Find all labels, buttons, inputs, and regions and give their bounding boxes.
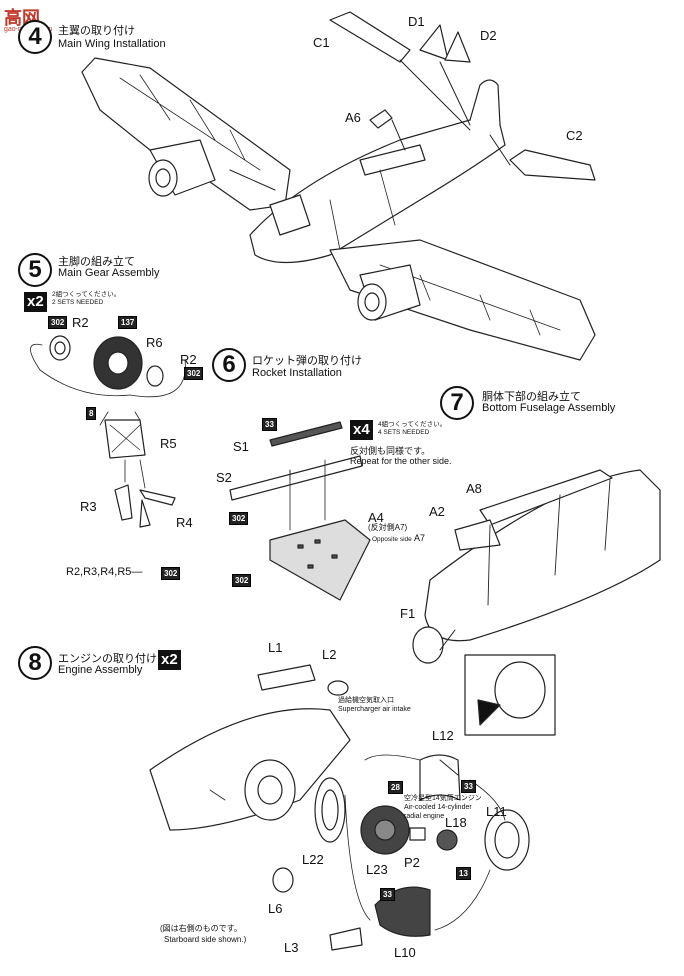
part-A8: A8	[466, 481, 482, 496]
part-L22: L22	[302, 852, 324, 867]
part-L3: L3	[284, 940, 299, 955]
part-R2-left: R2	[72, 315, 89, 330]
part-D1: D1	[408, 14, 425, 29]
step-5-title-en: Main Gear Assembly	[58, 267, 160, 279]
part-L12: L12	[432, 728, 454, 743]
step-5-multiplier: x2	[24, 292, 47, 312]
engine-note-en2: radial engine	[404, 813, 445, 820]
step-8-multiplier: x2	[158, 650, 181, 670]
part-A6: A6	[345, 110, 361, 125]
step-6-sets-note: 4組つくってください。 4 SETS NEEDED	[378, 421, 447, 436]
paint-8: 8	[86, 407, 97, 420]
step-4-title-en: Main Wing Installation	[58, 38, 166, 50]
step5-gear-drawing	[30, 335, 186, 528]
paint-28: 28	[388, 781, 403, 794]
paint-302-s2: 302	[229, 512, 249, 525]
step-7-title-jp: 胴体下部の組み立て	[482, 391, 581, 403]
step7-fuselage-drawing	[412, 469, 661, 736]
a4-opposite-en: Opposite side	[372, 536, 412, 543]
part-C1: C1	[313, 35, 330, 50]
step-6-repeat-jp: 反対側も同様です。	[350, 446, 431, 456]
part-L2: L2	[322, 647, 337, 662]
step8-engine-drawing	[149, 664, 530, 951]
part-L11: L11	[486, 804, 507, 819]
step-4-title-jp: 主翼の取り付け	[58, 25, 135, 37]
step-5-sets-note: 2組つくってください。 2 SETS NEEDED	[52, 291, 121, 306]
part-C2: C2	[566, 128, 583, 143]
air-intake-en: Supercharger air intake	[338, 706, 411, 713]
part-L6: L6	[268, 901, 283, 916]
part-L1: L1	[268, 640, 283, 655]
step-6-title-en: Rocket Installation	[252, 367, 342, 379]
step-4-number: 4	[18, 20, 52, 54]
part-R6: R6	[146, 335, 163, 350]
step-5-paint-list: R2,R3,R4,R5—	[66, 566, 143, 578]
step6-rocket-drawing	[229, 421, 371, 601]
step-6-repeat-en: Repeat for the other side.	[350, 456, 452, 466]
air-intake-jp: 過給機空気取入口	[338, 697, 394, 704]
part-R3: R3	[80, 499, 97, 514]
starboard-note-jp: (図は右側のものです。	[160, 924, 242, 933]
step-6-number: 6	[212, 348, 246, 382]
step-5-title-jp: 主脚の組み立て	[58, 256, 135, 268]
part-S2: S2	[216, 470, 232, 485]
paint-302-r2: 302	[48, 316, 68, 329]
paint-13: 13	[456, 867, 471, 880]
paint-137: 137	[118, 316, 138, 329]
step-8-title-jp: エンジンの取り付け	[58, 653, 157, 665]
starboard-note-en: Starboard side shown.)	[164, 935, 247, 944]
part-D2: D2	[480, 28, 497, 43]
part-A2: A2	[429, 504, 445, 519]
part-R5: R5	[160, 436, 177, 451]
paint-33-s1: 33	[262, 418, 277, 431]
paint-302-list: 302	[161, 567, 181, 580]
step-5-number: 5	[18, 253, 52, 287]
part-S1: S1	[233, 439, 249, 454]
step-7-number: 7	[440, 386, 474, 420]
part-L10: L10	[394, 945, 416, 960]
a4-opposite-jp: (反対側A7)	[368, 523, 408, 532]
paint-302-a4: 302	[232, 574, 252, 587]
part-R2-right: R2	[180, 352, 197, 367]
part-P2: P2	[404, 855, 420, 870]
step-6-title-jp: ロケット弾の取り付け	[252, 355, 362, 367]
step-7-title-en: Bottom Fuselage Assembly	[482, 402, 616, 414]
part-L18: L18	[445, 815, 467, 830]
a4-opposite-part: A7	[414, 533, 426, 543]
step-8-title-en: Engine Assembly	[58, 664, 143, 676]
step-8-number: 8	[18, 646, 52, 680]
paint-302-r2b: 302	[184, 367, 204, 380]
engine-note-jp: 空冷星型14気筒エンジン	[404, 795, 482, 802]
part-F1: F1	[400, 606, 416, 621]
step-6-multiplier: x4	[350, 420, 373, 440]
engine-note-en1: Air-cooled 14-cylinder	[404, 804, 472, 811]
part-R4: R4	[176, 515, 193, 530]
part-L23: L23	[366, 862, 388, 877]
paint-33-l10: 33	[380, 888, 395, 901]
part-A4: A4	[368, 510, 384, 525]
paint-33-l12: 33	[461, 780, 476, 793]
step4-aircraft-drawing	[81, 11, 596, 361]
